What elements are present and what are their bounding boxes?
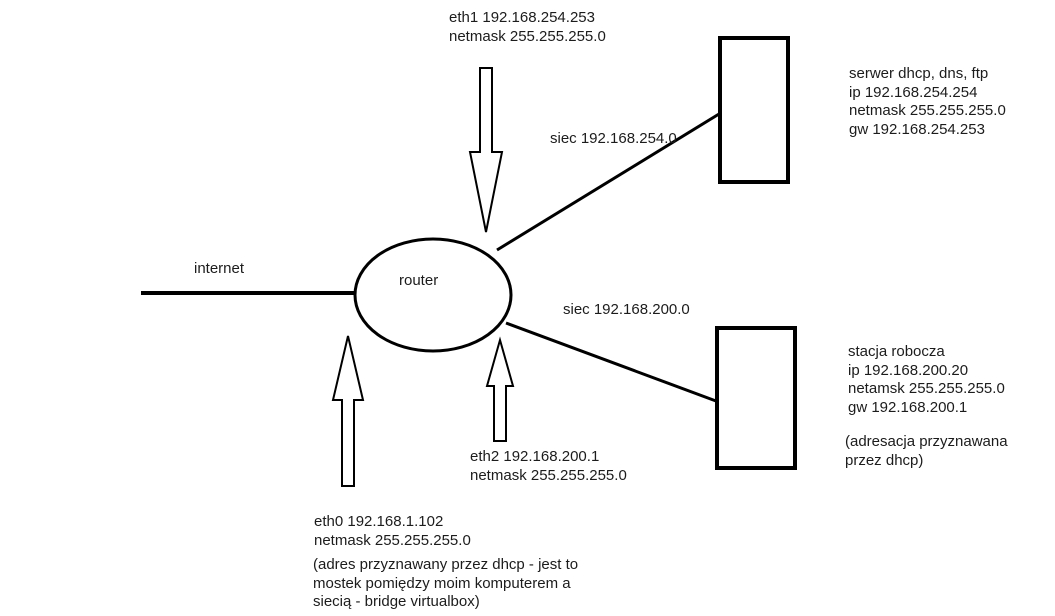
- network-200-label: siec 192.168.200.0: [563, 301, 690, 318]
- eth0-interface-label: eth0 192.168.1.102 netmask 255.255.255.0: [314, 513, 471, 549]
- server-box: [718, 36, 790, 184]
- server-info-label: serwer dhcp, dns, ftp ip 192.168.254.254…: [849, 65, 1006, 138]
- eth0-note-label: (adres przyznawany przez dhcp - jest to …: [313, 556, 579, 610]
- internet-label: internet: [194, 260, 245, 277]
- router-node: [353, 237, 513, 353]
- network-254-link-line: [496, 112, 720, 252]
- eth1-arrow-icon: [468, 67, 504, 233]
- eth2-interface-label: eth2 192.168.200.1 netmask 255.255.255.0: [470, 448, 627, 484]
- network-254-label: siec 192.168.254.0: [550, 130, 677, 147]
- eth0-arrow-icon: [331, 335, 365, 487]
- network-200-link-line: [505, 321, 717, 403]
- eth2-arrow-icon: [485, 336, 515, 442]
- eth1-interface-label: eth1 192.168.254.253 netmask 255.255.255…: [449, 9, 606, 45]
- workstation-box: [715, 326, 797, 470]
- workstation-note-label: (adresacja przyznawana przez dhcp): [845, 433, 1008, 469]
- router-label: router: [399, 272, 439, 289]
- workstation-info-label: stacja robocza ip 192.168.200.20 netamsk…: [848, 343, 1005, 416]
